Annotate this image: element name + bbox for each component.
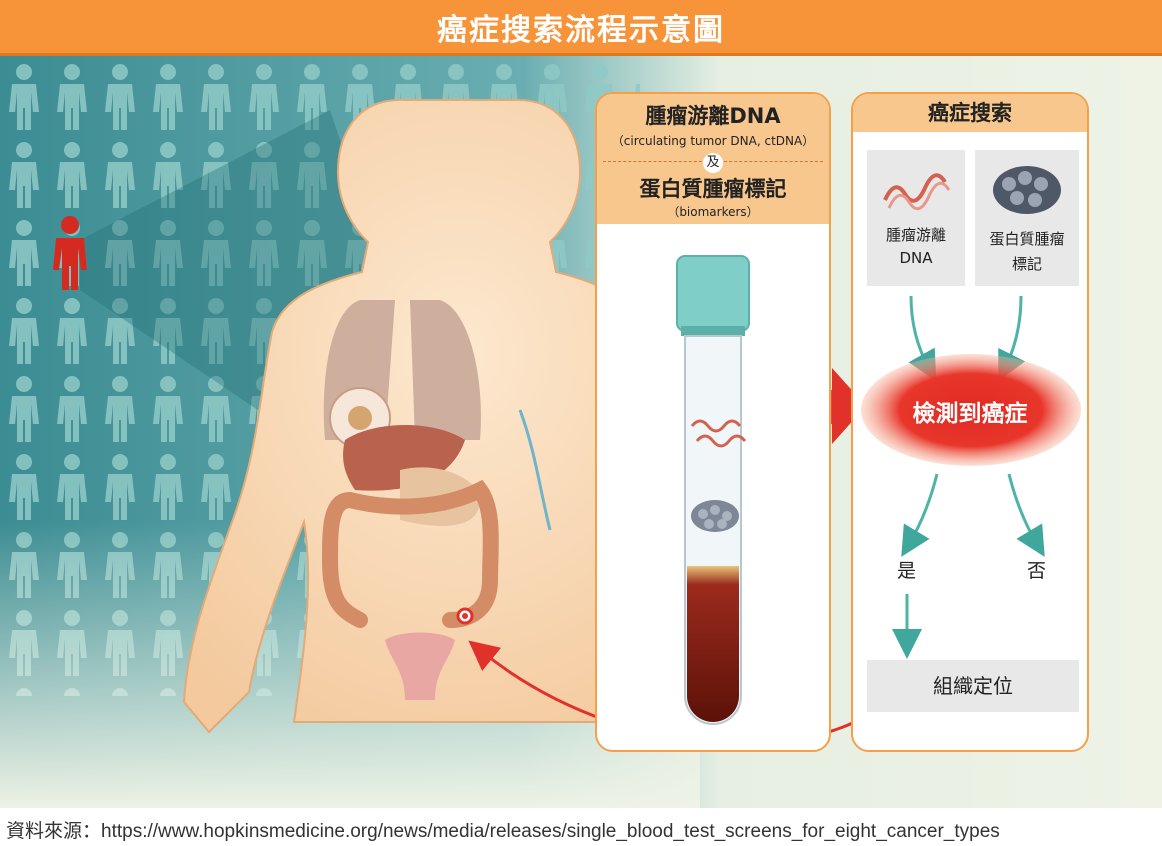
protein-biomarker-icon bbox=[691, 500, 739, 532]
detected-glow bbox=[861, 354, 1081, 466]
blood-sample-panel-header: 腫瘤游離DNA （circulating tumor DNA, ctDNA） 及… bbox=[597, 94, 829, 224]
answer-yes: 是 bbox=[897, 560, 917, 582]
title-bar: 癌症搜索流程示意圖 bbox=[0, 0, 1162, 56]
biomarker-heading: 蛋白質腫瘤標記 bbox=[639, 177, 787, 201]
answer-no: 否 bbox=[1027, 560, 1047, 582]
card-protein-line2: 標記 bbox=[1011, 255, 1042, 273]
card-ctdna-line1: 腫瘤游離 bbox=[885, 226, 946, 244]
tissue-localization-box: 組織定位 bbox=[867, 660, 1079, 712]
ctdna-heading: 腫瘤游離DNA bbox=[645, 104, 781, 128]
source-citation: 資料來源：https://www.hopkinsmedicine.org/new… bbox=[6, 821, 1000, 842]
test-tube-illustration bbox=[676, 255, 750, 725]
cancer-search-heading: 癌症搜索 bbox=[928, 101, 1012, 125]
cancer-search-panel: 癌症搜索 腫瘤游離 DNA 蛋白質腫瘤 標記 bbox=[851, 92, 1089, 752]
tissue-localization-label: 組織定位 bbox=[933, 674, 1013, 698]
card-protein-line1: 蛋白質腫瘤 bbox=[989, 230, 1065, 248]
cancer-search-panel-header: 癌症搜索 bbox=[853, 94, 1087, 132]
illustration-stage: 腫瘤游離DNA （circulating tumor DNA, ctDNA） 及… bbox=[0, 56, 1162, 808]
selected-person-icon bbox=[53, 216, 87, 290]
page-title: 癌症搜索流程示意圖 bbox=[437, 12, 725, 48]
card-ctdna-line2: DNA bbox=[899, 249, 933, 267]
ctdna-subheading: （circulating tumor DNA, ctDNA） bbox=[611, 134, 815, 148]
cancer-detected-label: 檢測到癌症 bbox=[912, 401, 1028, 427]
biomarker-subheading: （biomarkers） bbox=[667, 205, 759, 219]
dna-icon bbox=[883, 173, 951, 211]
card-ctdna: 腫瘤游離 DNA bbox=[867, 150, 965, 286]
ctdna-strand-icon bbox=[690, 419, 747, 448]
protein-icon bbox=[993, 166, 1061, 214]
decision-flow-svg bbox=[861, 295, 1081, 659]
card-protein: 蛋白質腫瘤 標記 bbox=[975, 150, 1079, 286]
blood-sample-panel: 腫瘤游離DNA （circulating tumor DNA, ctDNA） 及… bbox=[595, 92, 831, 752]
connector-and: 及 bbox=[703, 153, 723, 173]
